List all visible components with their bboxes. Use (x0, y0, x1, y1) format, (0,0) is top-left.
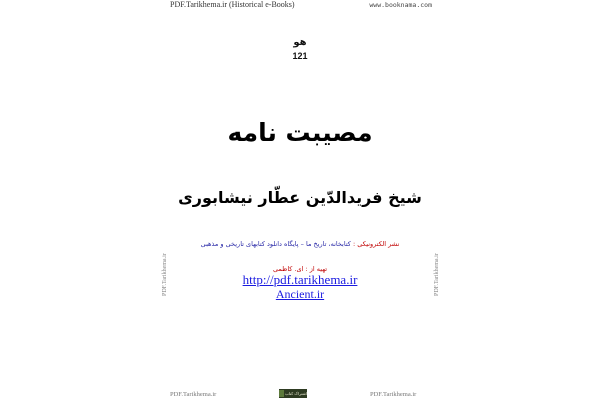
tarikhema-link[interactable]: http://pdf.tarikhema.ir (242, 272, 358, 287)
ancient-link[interactable]: Ancient.ir (275, 287, 325, 301)
prepared-by: تهیه از : ای. کاظمی (272, 265, 328, 273)
book-title: مصیبت نامه (227, 118, 373, 147)
footer-right-text: PDF.Tarikhema.ir (370, 391, 417, 398)
invocation-text: هو (293, 37, 307, 48)
publisher-line: نشر الکترونیکی : کتابخانه، تاریخ ما – پا… (0, 240, 600, 248)
publisher-prefix: نشر الکترونیکی : (352, 240, 400, 248)
header-left-text: PDF.Tarikhema.ir (Historical e-Books) (170, 0, 295, 9)
header-right-text: www.booknama.com (369, 1, 432, 9)
author-name: شیخ فریدالدّین عطّار نیشابوری (178, 188, 422, 207)
book-number: 121 (292, 51, 308, 61)
logo-image-icon (279, 390, 285, 397)
footer-left-text: PDF.Tarikhema.ir (170, 391, 217, 398)
logo-text: اشتراک کتاب (285, 391, 307, 396)
publisher-name: کتابخانه، تاریخ ما – پایگاه دانلود کتابه… (200, 240, 351, 248)
footer-logo: اشتراک کتاب (279, 389, 307, 398)
